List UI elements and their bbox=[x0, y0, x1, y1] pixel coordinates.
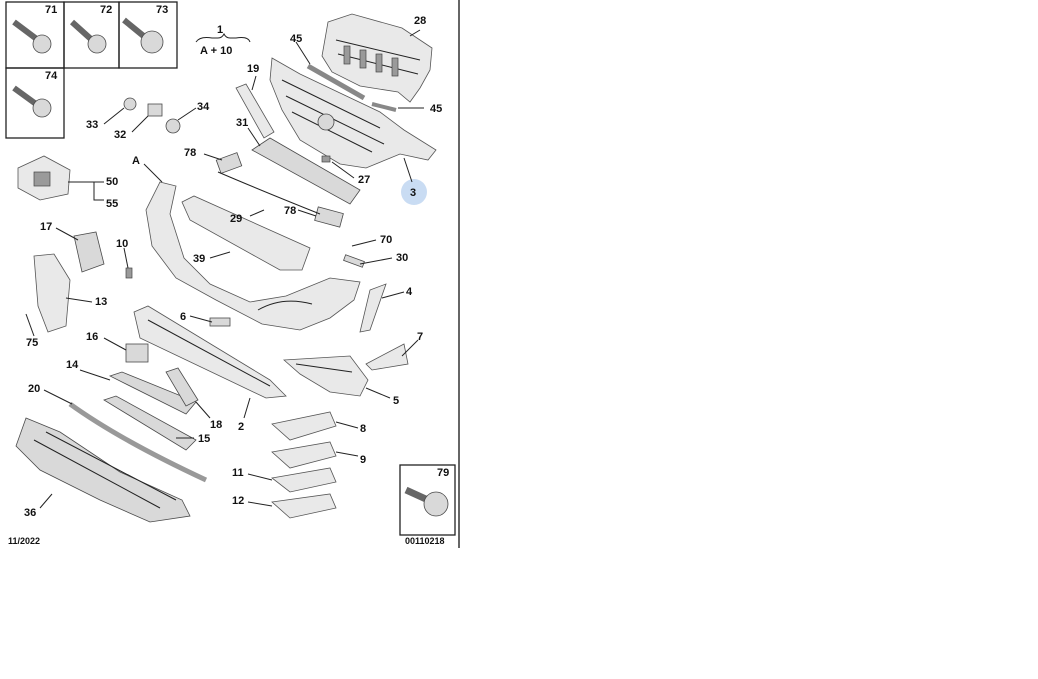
trim-12 bbox=[271, 493, 337, 519]
callout-33: 33 bbox=[86, 119, 98, 131]
clip-32 bbox=[147, 103, 163, 117]
trim-9 bbox=[271, 441, 337, 469]
clip-27 bbox=[321, 155, 331, 163]
screw-71-icon bbox=[12, 19, 52, 54]
callout-16: 16 bbox=[86, 331, 98, 343]
block-50-55 bbox=[17, 155, 71, 201]
callout-28: 28 bbox=[414, 15, 426, 27]
beam-39 bbox=[181, 195, 311, 271]
callout-4: 4 bbox=[406, 286, 413, 298]
callout-72: 72 bbox=[100, 4, 112, 16]
callout-6: 6 bbox=[180, 311, 186, 323]
grille-18 bbox=[165, 367, 199, 407]
undertray-36 bbox=[15, 417, 191, 523]
callout-78-upper: 78 bbox=[184, 147, 196, 159]
trim-4 bbox=[359, 283, 387, 333]
fastener-boxes bbox=[5, 1, 456, 536]
callout-71: 71 bbox=[45, 4, 57, 16]
strip-45-lower bbox=[371, 102, 397, 112]
cable-29 bbox=[217, 171, 321, 215]
callout-14: 14 bbox=[66, 359, 79, 371]
part-10 bbox=[125, 267, 133, 279]
bracket-78-right bbox=[314, 206, 344, 228]
bumper-shell-a bbox=[145, 181, 361, 331]
callout-11: 11 bbox=[232, 467, 244, 479]
callout-45-lower: 45 bbox=[430, 103, 442, 115]
callout-18: 18 bbox=[210, 419, 222, 431]
callout-36: 36 bbox=[24, 507, 36, 519]
callout-75: 75 bbox=[26, 337, 38, 349]
callout-50: 50 bbox=[106, 176, 118, 188]
callout-9: 9 bbox=[360, 454, 366, 466]
screw-74-icon bbox=[12, 85, 52, 118]
callout-a: A bbox=[132, 155, 140, 167]
highlight-circle bbox=[401, 179, 427, 205]
trim-8 bbox=[271, 411, 337, 441]
grille-15 bbox=[103, 395, 197, 451]
brace-1 bbox=[195, 32, 251, 43]
callout-12: 12 bbox=[232, 495, 244, 507]
callout-31: 31 bbox=[236, 117, 248, 129]
trim-7 bbox=[365, 343, 409, 371]
callout-70: 70 bbox=[380, 234, 392, 246]
bracket-78-left bbox=[215, 152, 243, 174]
callout-27: 27 bbox=[358, 174, 370, 186]
callout-78-lower: 78 bbox=[284, 205, 296, 217]
callout-10: 10 bbox=[116, 238, 128, 250]
trim-19 bbox=[235, 83, 275, 139]
strip-45-upper bbox=[306, 63, 366, 101]
footer-reference: 00110218 bbox=[405, 536, 445, 546]
lower-grille-2 bbox=[133, 305, 287, 399]
bracket-17 bbox=[73, 231, 105, 273]
callout-39: 39 bbox=[193, 253, 205, 265]
part-16 bbox=[125, 343, 149, 363]
callout-7: 7 bbox=[417, 331, 423, 343]
callout-32: 32 bbox=[114, 129, 126, 141]
callout-74: 74 bbox=[45, 70, 58, 82]
callout-8: 8 bbox=[360, 423, 366, 435]
callout-17: 17 bbox=[40, 221, 52, 233]
strip-20 bbox=[68, 401, 208, 483]
footer-date: 11/2022 bbox=[8, 536, 40, 546]
callout-2: 2 bbox=[238, 421, 244, 433]
callout-73: 73 bbox=[156, 4, 168, 16]
screw-73-icon bbox=[122, 17, 164, 54]
leader-lines bbox=[25, 29, 424, 509]
callout-79: 79 bbox=[437, 467, 449, 479]
callout-45-upper: 45 bbox=[290, 33, 302, 45]
callout-1: 1 bbox=[217, 24, 223, 36]
absorber-31 bbox=[251, 137, 361, 205]
callout-30: 30 bbox=[396, 252, 408, 264]
callout-34: 34 bbox=[197, 101, 210, 113]
callout-19: 19 bbox=[247, 63, 259, 75]
callout-20: 20 bbox=[28, 383, 40, 395]
callout-55: 55 bbox=[106, 198, 118, 210]
clip-33 bbox=[123, 97, 137, 111]
callout-29: 29 bbox=[230, 213, 242, 225]
housing-5 bbox=[283, 355, 369, 397]
upper-bracket-28 bbox=[321, 13, 433, 103]
callout-13: 13 bbox=[95, 296, 107, 308]
clip-34 bbox=[165, 118, 181, 134]
screw-72-icon bbox=[69, 19, 107, 54]
cover-13 bbox=[33, 253, 71, 333]
part-6 bbox=[209, 317, 231, 327]
callout-3: 3 bbox=[410, 187, 416, 199]
callout-labels: 71 72 73 74 1 A + 10 28 45 45 19 33 32 3… bbox=[24, 4, 449, 519]
screw-79-icon bbox=[404, 486, 449, 517]
callout-15: 15 bbox=[198, 433, 210, 445]
bracket-30 bbox=[343, 254, 365, 268]
grille-3 bbox=[269, 57, 437, 169]
parts-diagram: 71 72 73 74 1 A + 10 28 45 45 19 33 32 3… bbox=[0, 0, 460, 548]
trim-11 bbox=[271, 467, 337, 493]
callout-5: 5 bbox=[393, 395, 399, 407]
callout-a-plus-10: A + 10 bbox=[200, 45, 232, 57]
